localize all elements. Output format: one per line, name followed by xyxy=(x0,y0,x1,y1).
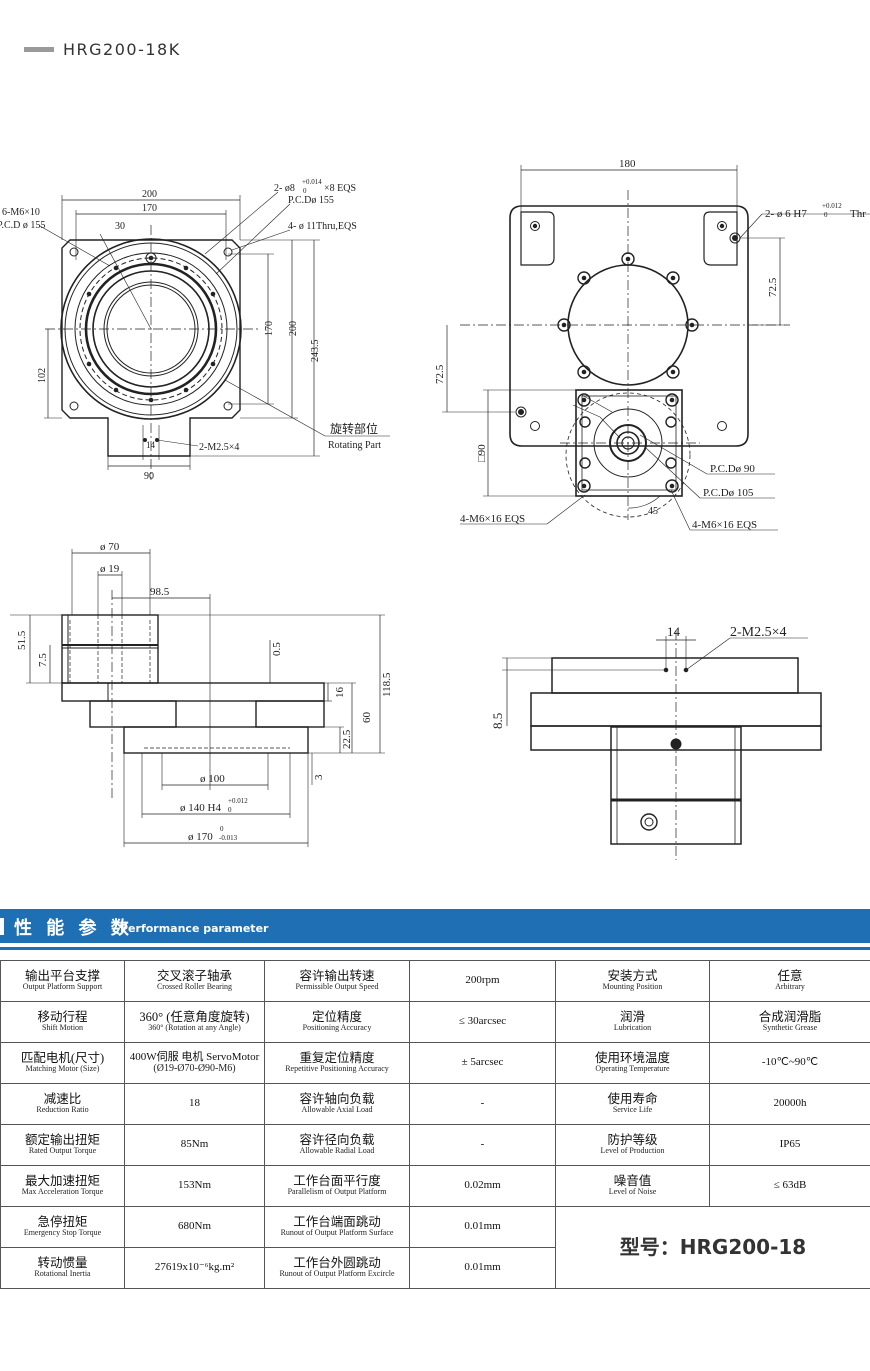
section-underline xyxy=(0,947,870,950)
dim-d70: ø 70 xyxy=(100,541,120,553)
label-rot-en: Rotating Part xyxy=(328,440,381,451)
dim-angle: 30 xyxy=(115,221,125,232)
section-bar xyxy=(0,918,4,935)
dim-16: 16 xyxy=(334,687,346,699)
label-h7-tol0: 0 xyxy=(824,211,828,219)
label-m25: 2-M2.5×4 xyxy=(199,442,239,453)
top-view-left xyxy=(39,191,390,480)
label-h7-tol: +0.012 xyxy=(822,202,842,210)
dim-d170-tol0: 0 xyxy=(220,825,224,833)
dim-200: 200 xyxy=(142,189,157,200)
label-h7-thru: Thr xyxy=(850,208,866,220)
dim-14: 14 xyxy=(146,440,156,450)
label-br-m25: 2-M2.5×4 xyxy=(730,625,787,640)
section-title-cn: 性 能 参 数 xyxy=(14,918,133,939)
label-m6a: 4-M6×16 EQS xyxy=(460,513,525,525)
dim-d140-tol: +0.012 xyxy=(228,797,248,805)
top-view-right xyxy=(442,165,870,531)
dim-sq90: □90 xyxy=(476,444,488,462)
dim-d170-tol: -0.013 xyxy=(219,834,238,842)
label-rot-cn: 旋转部位 xyxy=(330,421,378,436)
dim-d19: ø 19 xyxy=(100,563,120,575)
dim-3: 3 xyxy=(313,774,325,780)
label-hole8b: ×8 EQS xyxy=(324,183,356,194)
side-view-left xyxy=(10,549,385,847)
dim-75: 7.5 xyxy=(37,653,49,667)
dim-985: 98.5 xyxy=(150,586,170,598)
dim-725a: 72.5 xyxy=(767,277,779,297)
dim-170: 170 xyxy=(142,203,157,214)
dim-60: 60 xyxy=(361,712,373,724)
label-m6b: 4-M6×16 EQS xyxy=(692,519,757,531)
label-hole8: 2- ø8 xyxy=(274,183,295,194)
section-band: 性 能 参 数 Performance parameter xyxy=(0,909,870,943)
page-header: HRG200-18K xyxy=(24,40,181,59)
label-pcd90: P.C.Dø 90 xyxy=(710,463,755,475)
dim-v170: 170 xyxy=(264,321,275,336)
dim-d140-tol0: 0 xyxy=(228,806,232,814)
dim-180: 180 xyxy=(619,158,636,170)
label-h7: 2- ø 6 H7 xyxy=(765,208,807,220)
page-title: HRG200-18K xyxy=(63,40,181,59)
dim-d140: ø 140 H4 xyxy=(180,802,221,814)
label-m6: 6-M6×10 xyxy=(2,207,40,218)
dim-515: 51.5 xyxy=(16,630,28,650)
label-tol8: +0.014 xyxy=(302,178,322,186)
label-pcd105: P.C.Dø 105 xyxy=(703,487,754,499)
dim-45: 45 xyxy=(648,506,658,517)
model-cell: 型号：HRG200-18 xyxy=(555,1206,870,1289)
dim-d100: ø 100 xyxy=(200,773,225,785)
dim-br14: 14 xyxy=(667,624,681,639)
label-pcd155b: P.C.Dø 155 xyxy=(288,195,334,206)
dim-v243: 243.5 xyxy=(310,340,321,363)
dim-v200: 200 xyxy=(288,321,299,336)
label-pcd155a: P.C.D ø 155 xyxy=(0,220,45,231)
label-tol8b: 0 xyxy=(303,187,307,195)
header-bar xyxy=(24,47,54,52)
side-view-right xyxy=(502,630,822,860)
dim-725b: 72.5 xyxy=(434,364,446,384)
dim-v102: 102 xyxy=(37,368,48,383)
model-label: 型号：HRG200-18 xyxy=(619,1234,807,1259)
section-title-en: Performance parameter xyxy=(120,922,269,935)
dim-05: 0.5 xyxy=(271,642,283,656)
technical-drawing: 200 170 30 6-M6×10 P.C.D ø 155 2- ø8 +0.… xyxy=(0,158,870,860)
dim-d170: ø 170 xyxy=(188,831,213,843)
dim-1185: 118.5 xyxy=(381,672,393,697)
label-thru: 4- ø 11Thru,EQS xyxy=(288,221,357,232)
dim-85: 8.5 xyxy=(490,713,505,729)
dim-225: 22.5 xyxy=(341,729,353,749)
table-row: 匹配电机(尺寸)Matching Motor (Size) 400W伺服 电机 … xyxy=(0,1042,870,1084)
dim-90: 90 xyxy=(144,471,154,482)
